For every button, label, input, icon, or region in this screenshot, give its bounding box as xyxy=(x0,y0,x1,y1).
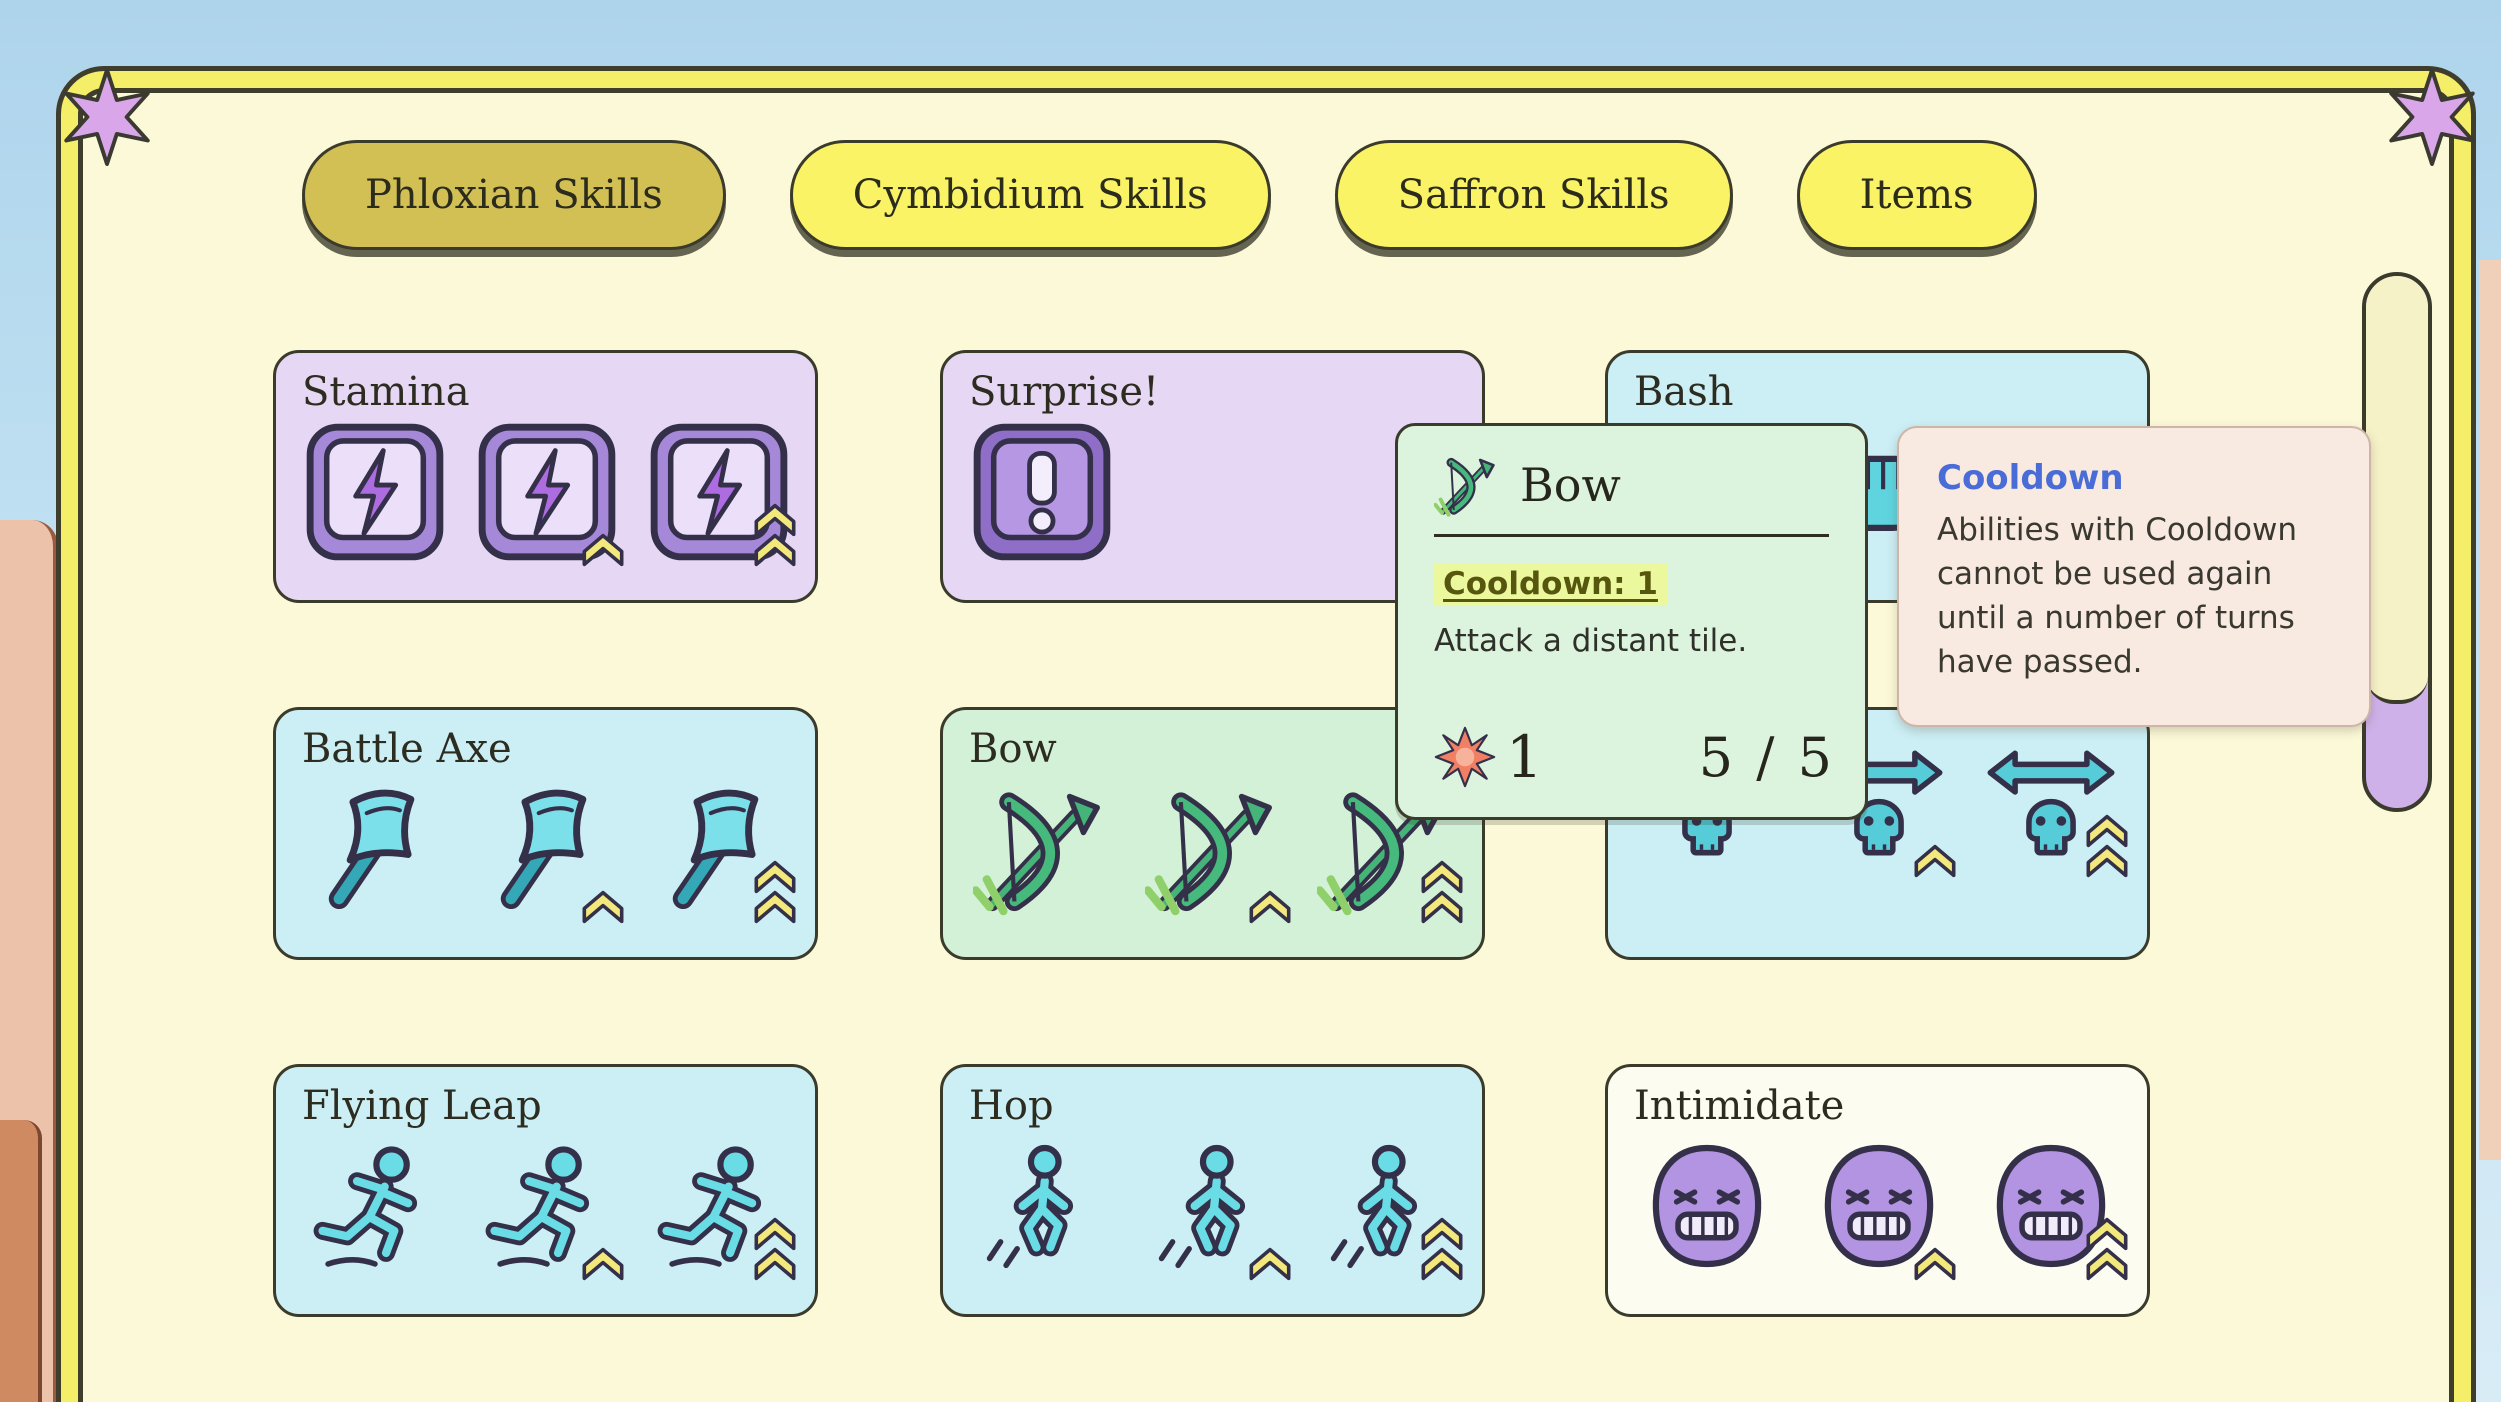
upgrade-chevron-icon xyxy=(1247,1245,1293,1283)
background-canyon-art xyxy=(2479,260,2501,1160)
upgrade-chevron-icon xyxy=(1912,1245,1958,1283)
skill-card-stamina[interactable]: Stamina xyxy=(273,350,818,603)
skill-card-title: Flying Leap xyxy=(302,1083,542,1129)
action-cost-burst-icon xyxy=(1434,726,1496,788)
upgrade-chevron-icon xyxy=(580,531,626,569)
upgrade-chevron-icon xyxy=(752,858,798,896)
skill-card-flying-leap[interactable]: Flying Leap xyxy=(273,1064,818,1317)
angry-face-icon xyxy=(1982,1137,2120,1275)
upgrade-chevron-icon xyxy=(752,501,798,539)
skill-card-title: Intimidate xyxy=(1634,1083,1845,1129)
upgrade-chevron-icon xyxy=(1912,842,1958,880)
upgrade-chevron-icon xyxy=(752,1215,798,1253)
tab-cymbidium-skills[interactable]: Cymbidium Skills xyxy=(789,140,1271,250)
running-figure-icon xyxy=(478,1137,616,1275)
skill-icon-row xyxy=(302,1137,789,1275)
cooldown-definition-tooltip: Cooldown Abilities with Cooldown cannot … xyxy=(1897,426,2371,727)
arrow-skull-icon xyxy=(1982,734,2120,872)
tooltip-title: Cooldown xyxy=(1937,458,2124,498)
action-cost-value: 1 xyxy=(1506,723,1543,791)
skill-icon-row xyxy=(302,780,789,918)
tooltip-footer: 1 5 / 5 xyxy=(1434,723,1835,791)
skill-icon-row xyxy=(969,423,1456,561)
exclamation-icon xyxy=(973,423,1111,561)
axe-icon xyxy=(650,780,788,918)
tab-saffron-skills[interactable]: Saffron Skills xyxy=(1334,140,1733,250)
bow-tooltip: Bow Cooldown: 1 Attack a distant tile. 1… xyxy=(1395,423,1868,820)
tooltip-body: Abilities with Cooldown cannot be used a… xyxy=(1937,512,2298,681)
lightning-bolt-icon xyxy=(650,423,788,561)
divider xyxy=(1434,534,1829,537)
running-figure-icon xyxy=(650,1137,788,1275)
running-figure-icon xyxy=(306,1137,444,1275)
background-canyon-art xyxy=(0,1120,42,1402)
skill-icon-row xyxy=(1634,1137,2121,1275)
skill-card-title: Battle Axe xyxy=(302,726,512,772)
skill-card-hop[interactable]: Hop xyxy=(940,1064,1485,1317)
bow-arrow-icon xyxy=(1434,452,1500,518)
upgrade-chevron-icon xyxy=(2084,1215,2130,1253)
upgrade-chevron-icon xyxy=(1247,888,1293,926)
skill-card-battle-axe[interactable]: Battle Axe xyxy=(273,707,818,960)
skill-card-title: Bash xyxy=(1634,369,1734,415)
bow-arrow-icon xyxy=(973,780,1111,918)
cooldown-keyword-link[interactable]: Cooldown: 1 xyxy=(1434,563,1667,605)
upgrade-chevron-icon xyxy=(1419,858,1465,896)
lightning-bolt-icon xyxy=(306,423,444,561)
scrollbar-thumb[interactable] xyxy=(2366,276,2428,704)
tooltip-title: Bow xyxy=(1520,458,1621,512)
skill-tab-bar: Phloxian Skills Cymbidium Skills Saffron… xyxy=(302,140,2037,250)
hopping-figure-icon xyxy=(1317,1137,1455,1275)
skill-card-title: Bow xyxy=(969,726,1057,772)
bow-arrow-icon xyxy=(1145,780,1283,918)
skill-card-bow[interactable]: Bow xyxy=(940,707,1485,960)
hopping-figure-icon xyxy=(973,1137,1111,1275)
upgrade-chevron-icon xyxy=(2084,812,2130,850)
angry-face-icon xyxy=(1810,1137,1948,1275)
scrollbar-track[interactable] xyxy=(2362,272,2432,812)
lightning-bolt-icon xyxy=(478,423,616,561)
skill-card-surprise[interactable]: Surprise! xyxy=(940,350,1485,603)
hopping-figure-icon xyxy=(1145,1137,1283,1275)
upgrade-chevron-icon xyxy=(580,1245,626,1283)
tooltip-header: Bow xyxy=(1434,452,1829,518)
skill-card-title: Stamina xyxy=(302,369,470,415)
axe-icon xyxy=(306,780,444,918)
skill-card-title: Hop xyxy=(969,1083,1054,1129)
uses-remaining: 5 / 5 xyxy=(1698,725,1835,789)
upgrade-chevron-icon xyxy=(580,888,626,926)
skill-icon-row xyxy=(969,780,1456,918)
upgrade-chevron-icon xyxy=(1419,1215,1465,1253)
skill-card-title: Surprise! xyxy=(969,369,1160,415)
sparkle-star-icon xyxy=(58,68,156,166)
sparkle-star-icon xyxy=(2383,68,2481,166)
angry-face-icon xyxy=(1638,1137,1776,1275)
skill-icon-row xyxy=(302,423,789,561)
tab-phloxian-skills[interactable]: Phloxian Skills xyxy=(302,140,726,250)
tooltip-description: Attack a distant tile. xyxy=(1434,623,1748,659)
skill-icon-row xyxy=(969,1137,1456,1275)
skill-card-intimidate[interactable]: Intimidate xyxy=(1605,1064,2150,1317)
tab-items[interactable]: Items xyxy=(1796,140,2037,250)
axe-icon xyxy=(478,780,616,918)
